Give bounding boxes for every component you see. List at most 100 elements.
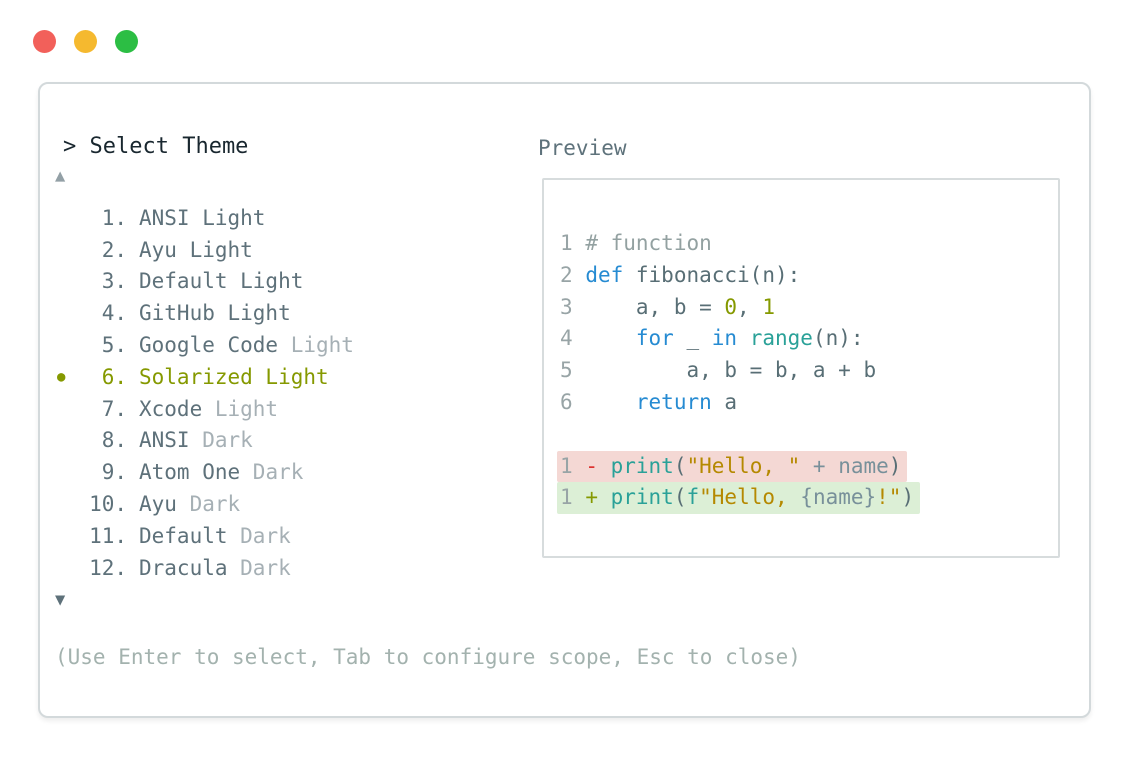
theme-name-suffix: Dark [240, 460, 304, 485]
theme-option[interactable]: 11. Default Dark [40, 520, 354, 552]
theme-name: Google Code [139, 333, 279, 358]
line-number: 1 [560, 453, 573, 478]
line-number: 4 [560, 326, 573, 351]
code-token [585, 390, 636, 414]
code-token: in [711, 326, 738, 351]
theme-option[interactable]: 2. Ayu Light [40, 234, 354, 266]
theme-name-suffix: Light [278, 333, 354, 358]
code-line: 3 a, b = 0, 1 [544, 292, 1058, 324]
selected-bullet-icon: ● [57, 368, 66, 385]
theme-name: GitHub Light [139, 301, 291, 326]
code-token: fibonacci(n): [623, 262, 801, 287]
window-controls [33, 30, 138, 53]
dialog-title: > Select Theme [63, 134, 249, 159]
code-line: 6 return a [544, 387, 1058, 419]
line-number: 1 [560, 485, 573, 510]
theme-name: ANSI [139, 428, 190, 453]
theme-name: Ayu [139, 492, 177, 517]
code-token: ) [888, 453, 902, 478]
code-token: # function [585, 231, 712, 255]
code-token: {name} [800, 485, 877, 510]
diff-line-removed: 1 - print("Hello, " + name) [544, 450, 1058, 483]
theme-number: 10. [89, 492, 127, 517]
scroll-down-icon[interactable]: ▼ [55, 590, 66, 610]
code-token: return [635, 389, 712, 414]
code-token: ( [673, 485, 687, 510]
code-token: + name [800, 453, 889, 478]
code-line: 5 a, b = b, a + b [544, 355, 1058, 387]
code-token: + [585, 485, 611, 510]
theme-name-suffix: Dark [189, 428, 253, 453]
theme-number: 3. [101, 269, 127, 294]
theme-number: 7. [101, 396, 127, 421]
code-token: print [610, 485, 674, 510]
theme-option[interactable]: 7. Xcode Light [40, 393, 354, 425]
theme-name: Xcode [139, 396, 203, 421]
code-line: 2 def fibonacci(n): [544, 260, 1058, 292]
code-token: "Hello, [699, 485, 801, 510]
theme-name: Dracula [139, 555, 228, 580]
code-token: 0 [724, 294, 738, 319]
theme-name: Default Light [139, 269, 304, 294]
theme-option[interactable]: 4. GitHub Light [40, 297, 354, 329]
theme-name: Solarized Light [139, 364, 329, 389]
code-token: 1 [762, 294, 775, 319]
code-line [544, 419, 1058, 451]
theme-number: 9. [101, 460, 127, 485]
code-token: a, b = [585, 294, 725, 319]
code-token [585, 326, 636, 350]
code-token: for [635, 326, 674, 351]
theme-number: 2. [101, 237, 127, 262]
maximize-window-button[interactable] [115, 30, 138, 53]
scroll-up-icon[interactable]: ▲ [55, 166, 66, 186]
close-window-button[interactable] [33, 30, 56, 53]
help-text: (Use Enter to select, Tab to configure s… [55, 645, 801, 669]
line-number: 2 [560, 262, 573, 287]
code-token: !" [876, 485, 902, 510]
theme-name: ANSI Light [139, 205, 266, 230]
minimize-window-button[interactable] [74, 30, 97, 53]
preview-label: Preview [538, 136, 627, 160]
line-number: 1 [560, 231, 573, 255]
code-token: f [686, 485, 700, 510]
theme-number: 11. [89, 523, 127, 548]
theme-list: 1. ANSI Light 2. Ayu Light 3. Default Light 4.… [40, 202, 354, 584]
code-token: range [749, 326, 813, 351]
theme-number: 8. [101, 428, 127, 453]
code-token: ) [901, 485, 915, 510]
theme-option[interactable]: 1. ANSI Light [40, 202, 354, 234]
theme-option[interactable]: 8. ANSI Dark [40, 425, 354, 457]
theme-name: Ayu Light [139, 237, 253, 262]
theme-name: Default [139, 523, 228, 548]
theme-option[interactable]: 12. Dracula Dark [40, 552, 354, 584]
theme-number: 5. [101, 333, 127, 358]
theme-name-suffix: Light [202, 396, 279, 421]
theme-option[interactable]: 10.Ayu Dark [40, 488, 354, 520]
diff-line-added: 1 + print(f"Hello, {name}!") [544, 482, 1058, 515]
theme-number: 12. [89, 555, 127, 580]
code-token: - [585, 453, 611, 478]
code-token: ( [673, 453, 687, 478]
code-token: (n): [812, 326, 864, 351]
theme-name-suffix: Dark [227, 523, 291, 548]
code-token: , [737, 294, 763, 319]
theme-option[interactable]: 3. Default Light [40, 266, 354, 298]
theme-number: 4. [101, 301, 127, 326]
code-token: _ [673, 326, 712, 351]
code-token: "Hello, " [686, 453, 801, 478]
code-token: a [711, 389, 738, 414]
theme-option[interactable]: ● 6. Solarized Light [40, 361, 354, 393]
code-token [737, 326, 750, 350]
theme-name: Atom One [139, 460, 241, 485]
code-line: 1 # function [544, 228, 1058, 260]
theme-picker-dialog: > Select Theme Preview ▲ 1. ANSI Light 2. A… [38, 82, 1091, 718]
theme-name-suffix: Dark [227, 555, 291, 580]
theme-option[interactable]: 5. Google Code Light [40, 329, 354, 361]
code-token: print [610, 453, 674, 478]
theme-option[interactable]: 9. Atom One Dark [40, 456, 354, 488]
theme-number: 6. [101, 364, 127, 389]
theme-number: 1. [101, 205, 127, 230]
code-token: def [585, 262, 624, 287]
